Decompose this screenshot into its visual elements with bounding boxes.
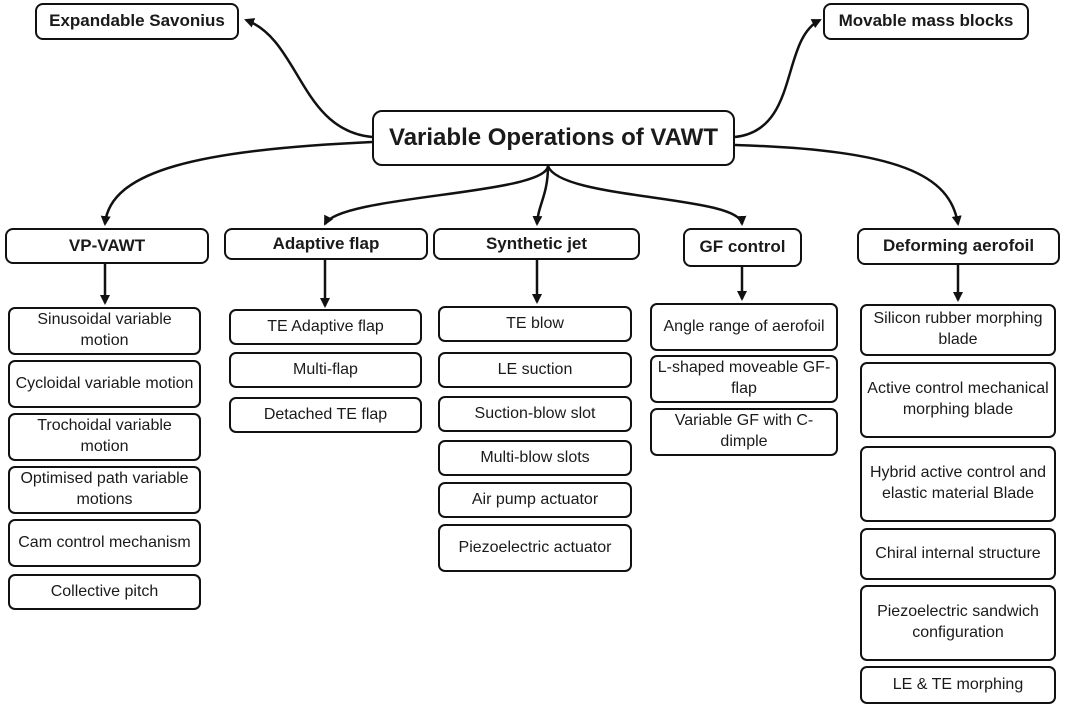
item-te-blow: TE blow — [438, 306, 632, 342]
item-te-adaptive-flap: TE Adaptive flap — [229, 309, 422, 345]
arrow-to-movable-mass-blocks — [734, 18, 822, 139]
item-chiral-internal-structure: Chiral internal structure — [860, 528, 1056, 580]
arrow-to-gf-control — [546, 165, 747, 226]
arrow-to-adaptive-flap — [323, 165, 550, 226]
item-variable-gf-with-c-dimple: Variable GF with C-dimple — [650, 408, 838, 456]
item-piezoelectric-sandwich-configuration: Piezoelectric sandwich configuration — [860, 585, 1056, 661]
item-hybrid-active-control-elastic-blade: Hybrid active control and elastic materi… — [860, 446, 1056, 522]
node-expandable-savonius: Expandable Savonius — [35, 3, 239, 40]
node-movable-mass-blocks: Movable mass blocks — [823, 3, 1029, 40]
item-collective-pitch: Collective pitch — [8, 574, 201, 610]
node-root: Variable Operations of VAWT — [372, 110, 735, 166]
item-cycloidal-variable-motion: Cycloidal variable motion — [8, 360, 201, 408]
item-active-control-mechanical-morphing-blade: Active control mechanical morphing blade — [860, 362, 1056, 438]
item-detached-te-flap: Detached TE flap — [229, 397, 422, 433]
category-deforming-aerofoil: Deforming aerofoil — [857, 228, 1060, 265]
item-air-pump-actuator: Air pump actuator — [438, 482, 632, 518]
item-multi-blow-slots: Multi-blow slots — [438, 440, 632, 476]
item-le-suction: LE suction — [438, 352, 632, 388]
item-multi-flap: Multi-flap — [229, 352, 422, 388]
item-le-te-morphing: LE & TE morphing — [860, 666, 1056, 704]
category-synthetic-jet: Synthetic jet — [433, 228, 640, 260]
item-l-shaped-moveable-gf-flap: L-shaped moveable GF-flap — [650, 355, 838, 403]
item-piezoelectric-actuator: Piezoelectric actuator — [438, 524, 632, 572]
arrow-to-synthetic-jet — [532, 165, 550, 226]
arrow-to-deforming-aerofoil — [734, 143, 962, 226]
item-suction-blow-slot: Suction-blow slot — [438, 396, 632, 432]
item-angle-range-of-aerofoil: Angle range of aerofoil — [650, 303, 838, 351]
category-adaptive-flap: Adaptive flap — [224, 228, 428, 260]
arrow-to-expandable-savonius — [244, 18, 373, 139]
arrow-to-vp-vawt — [100, 140, 373, 226]
item-optimised-path-variable-motions: Optimised path variable motions — [8, 466, 201, 514]
item-silicon-rubber-morphing-blade: Silicon rubber morphing blade — [860, 304, 1056, 356]
item-trochoidal-variable-motion: Trochoidal variable motion — [8, 413, 201, 461]
item-sinusoidal-variable-motion: Sinusoidal variable motion — [8, 307, 201, 355]
category-vp-vawt: VP-VAWT — [5, 228, 209, 264]
category-gf-control: GF control — [683, 228, 802, 267]
item-cam-control-mechanism: Cam control mechanism — [8, 519, 201, 567]
